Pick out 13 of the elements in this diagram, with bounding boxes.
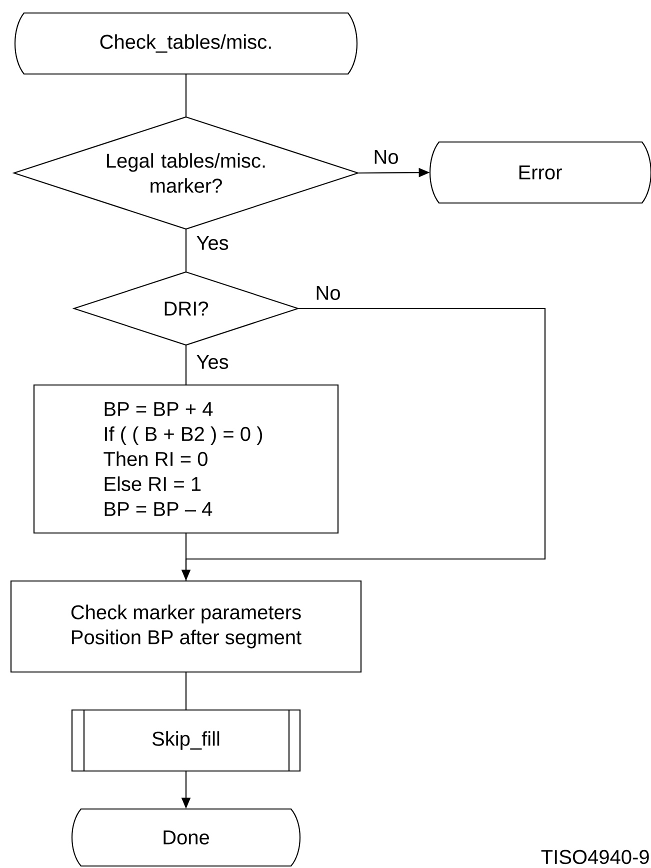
- connector-line: [185, 533, 187, 581]
- subroutine-box: Skip_fill: [71, 709, 301, 772]
- edge-label: Yes: [196, 236, 228, 250]
- connector-line: [185, 74, 187, 117]
- connector-line: [185, 229, 187, 272]
- process-box: BP = BP + 4 If ( ( B + B2 ) = 0 ) Then RI = 0 Else RI = 1 BP = BP – 4: [33, 384, 339, 534]
- connector-line: [185, 672, 187, 710]
- edge-label: No: [374, 150, 398, 164]
- edge-label: No: [316, 286, 340, 300]
- connector-line: [185, 345, 187, 385]
- figure-code: TISO4940-9: [541, 850, 649, 864]
- edge-label: Yes: [196, 355, 228, 369]
- process-box: Check marker parameters Position BP after segment: [10, 580, 362, 673]
